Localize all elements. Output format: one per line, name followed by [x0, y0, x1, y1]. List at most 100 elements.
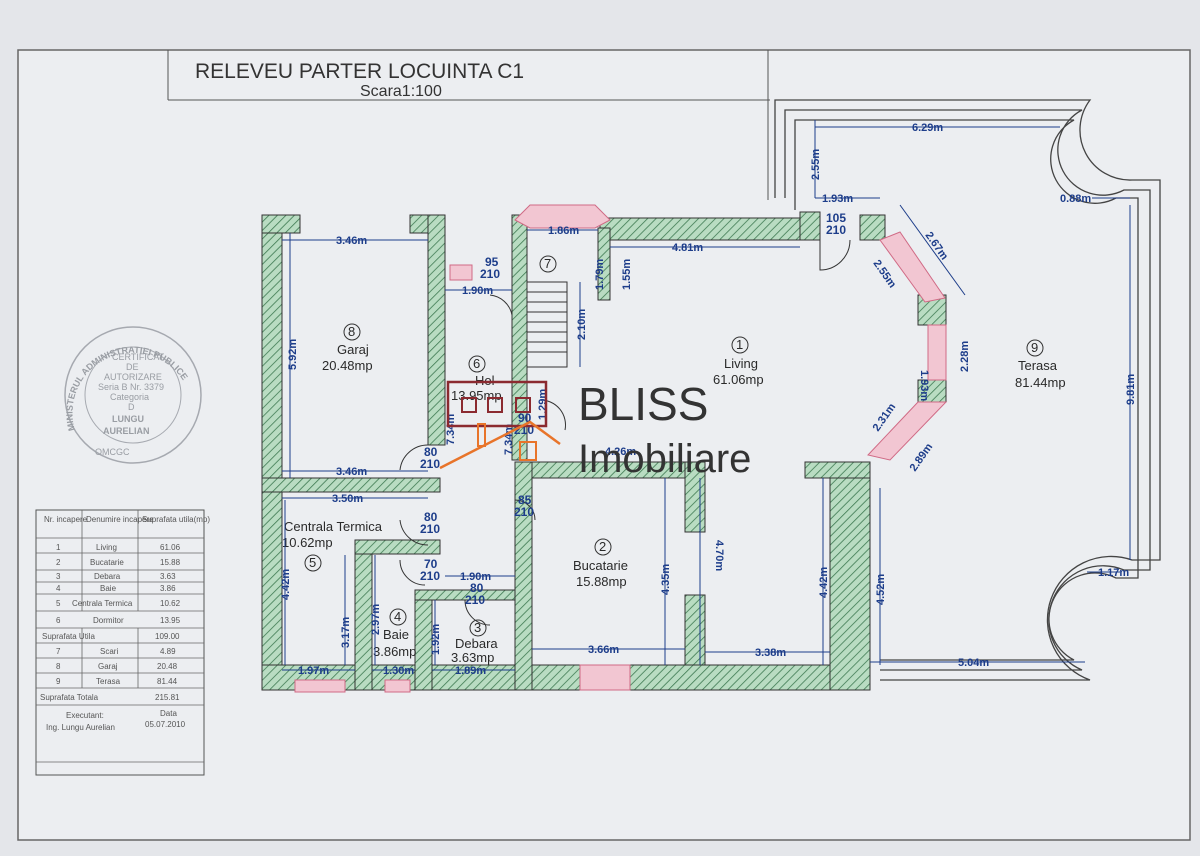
svg-text:0.88m: 0.88m [1060, 193, 1091, 205]
svg-text:Debara: Debara [455, 636, 498, 651]
table-row: Suprafata Utila 109.00 [42, 632, 180, 641]
svg-text:3.17m: 3.17m [340, 617, 352, 648]
svg-text:5.92m: 5.92m [287, 339, 299, 370]
dimension-lines [282, 120, 1131, 671]
svg-text:10.62: 10.62 [160, 599, 181, 608]
svg-text:3: 3 [56, 572, 61, 581]
svg-text:1.79m: 1.79m [594, 259, 606, 290]
svg-text:Garaj: Garaj [98, 662, 118, 671]
paper-border [17, 49, 1191, 841]
svg-text:3.66m: 3.66m [588, 644, 619, 656]
svg-text:Suprafata Utila: Suprafata Utila [42, 632, 95, 641]
svg-text:Seria B Nr. 3379: Seria B Nr. 3379 [98, 382, 164, 392]
svg-text:1.97m: 1.97m [298, 665, 329, 677]
svg-text:9.81m: 9.81m [1125, 374, 1137, 405]
svg-text:Living: Living [96, 543, 117, 552]
svg-text:3.86: 3.86 [160, 584, 176, 593]
svg-text:15.88mp: 15.88mp [576, 574, 627, 589]
svg-text:1.90m: 1.90m [462, 285, 493, 297]
authorization-stamp: MINISTERUL ADMINISTRATIEI PUBLICE CERTIF… [64, 326, 202, 464]
svg-text:70: 70 [424, 557, 438, 571]
svg-text:8: 8 [56, 662, 61, 671]
svg-text:1.93m: 1.93m [918, 370, 930, 401]
svg-text:Centrala Termica: Centrala Termica [284, 519, 383, 534]
area-table: Nr. incapere Denumire incapere Suprafata… [35, 509, 210, 776]
svg-text:OMCGC: OMCGC [95, 447, 130, 457]
svg-text:210: 210 [514, 505, 534, 519]
svg-text:81.44: 81.44 [157, 677, 178, 686]
svg-text:210: 210 [826, 223, 846, 237]
svg-text:Debara: Debara [94, 572, 121, 581]
svg-text:61.06mp: 61.06mp [713, 372, 764, 387]
svg-text:210: 210 [420, 522, 440, 536]
svg-text:5: 5 [56, 599, 61, 608]
svg-text:109.00: 109.00 [155, 632, 180, 641]
svg-text:Bucatarie: Bucatarie [573, 558, 628, 573]
svg-text:Suprafata Totala: Suprafata Totala [40, 693, 99, 702]
svg-text:4.89: 4.89 [160, 647, 176, 656]
svg-text:9: 9 [1031, 340, 1038, 355]
svg-text:AURELIAN: AURELIAN [103, 426, 150, 436]
svg-text:Imobiliare: Imobiliare [578, 437, 751, 481]
svg-text:4.42m: 4.42m [818, 567, 830, 598]
door-swings [399, 239, 851, 626]
svg-text:3.63: 3.63 [160, 572, 176, 581]
svg-text:7: 7 [544, 256, 551, 271]
table-row: 5 Centrala Termica 10.62 [56, 599, 181, 608]
svg-text:2.55m: 2.55m [810, 149, 822, 180]
svg-text:2.10m: 2.10m [576, 309, 588, 340]
svg-text:6: 6 [473, 356, 480, 371]
svg-text:8: 8 [348, 324, 355, 339]
svg-text:2: 2 [56, 558, 61, 567]
staircase [526, 281, 568, 368]
svg-text:Garaj: Garaj [337, 342, 369, 357]
svg-text:3.86mp: 3.86mp [373, 644, 416, 659]
svg-text:215.81: 215.81 [155, 693, 180, 702]
svg-text:Scari: Scari [100, 647, 118, 656]
svg-text:AUTORIZARE: AUTORIZARE [104, 372, 162, 382]
svg-text:Terasa: Terasa [96, 677, 121, 686]
svg-text:Baie: Baie [383, 627, 409, 642]
svg-text:1.90m: 1.90m [460, 571, 491, 583]
svg-text:Denumire incapere: Denumire incapere [86, 515, 154, 524]
svg-text:Nr. incapere: Nr. incapere [44, 515, 88, 524]
svg-text:3.46m: 3.46m [336, 466, 367, 478]
table-row: 3 Debara 3.63 [56, 572, 176, 581]
svg-text:Terasa: Terasa [1018, 358, 1058, 373]
svg-text:80: 80 [470, 581, 484, 595]
svg-text:1.89m: 1.89m [455, 665, 486, 677]
svg-text:80: 80 [424, 510, 438, 524]
svg-text:4.35m: 4.35m [660, 564, 672, 595]
svg-text:4.81m: 4.81m [672, 242, 703, 254]
svg-text:1: 1 [736, 337, 743, 352]
svg-text:13.95: 13.95 [160, 616, 181, 625]
svg-text:Dormitor: Dormitor [93, 616, 124, 625]
svg-text:15.88: 15.88 [160, 558, 181, 567]
svg-text:6.29m: 6.29m [912, 122, 943, 134]
svg-text:Centrala Termica: Centrala Termica [72, 599, 133, 608]
svg-text:210: 210 [420, 457, 440, 471]
svg-text:5: 5 [309, 555, 316, 570]
svg-text:Hol: Hol [475, 373, 495, 388]
svg-text:CERTIFICAT: CERTIFICAT [112, 352, 165, 362]
svg-text:D: D [128, 402, 135, 412]
svg-text:3.38m: 3.38m [755, 647, 786, 659]
svg-text:1.92m: 1.92m [430, 624, 442, 655]
svg-text:Data: Data [160, 709, 177, 718]
svg-text:210: 210 [465, 593, 485, 607]
svg-text:1.86m: 1.86m [548, 225, 579, 237]
